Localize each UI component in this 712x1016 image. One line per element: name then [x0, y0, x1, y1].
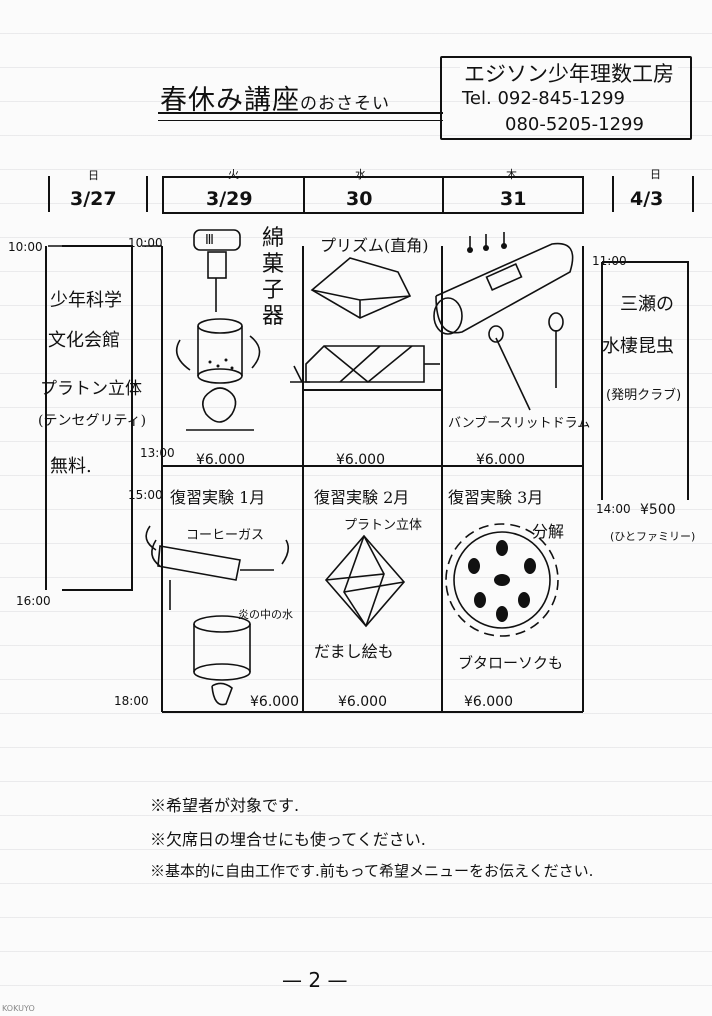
weekday-sun-43: 日	[650, 168, 661, 181]
header-divider	[442, 176, 444, 212]
thu-pm-price: ¥6.000	[464, 694, 513, 710]
title-underline	[158, 112, 443, 121]
date-bracket-43	[612, 176, 694, 212]
organizer-tel-2: 080-5205-1299	[505, 114, 644, 135]
page-number: — 2 —	[282, 968, 348, 992]
note-1: ※希望者が対象です.	[150, 796, 300, 815]
weekday-sun-327: 日	[88, 169, 99, 182]
sun43-price: ¥500	[640, 502, 676, 518]
weekday-tue: 火	[228, 168, 239, 181]
date-327: 3/27	[70, 188, 117, 210]
sun43-line2: 水棲昆虫	[602, 336, 674, 357]
wed-am-title: プリズム(直角)	[320, 236, 429, 255]
title-suffix: のおさそい	[300, 94, 390, 114]
tue-pm-sub2: 炎の中の水	[238, 608, 293, 621]
time-1500: 15:00	[128, 488, 163, 502]
sun327-line3: プラトン立体	[40, 379, 142, 399]
time-1300: 13:00	[140, 446, 175, 460]
weekday-wed: 水	[355, 168, 366, 181]
week-header-box	[162, 176, 584, 214]
thu-pm-sub: 分解	[532, 522, 565, 541]
thu-am-title: バンブースリットドラム	[448, 416, 591, 431]
coffee-gas-drawing	[145, 525, 290, 706]
date-31: 31	[500, 188, 527, 210]
note-2: ※欠席日の埋合せにも使ってください.	[150, 830, 426, 849]
weekday-thu: 木	[506, 168, 517, 181]
page-title: 春休み講座のおさそい	[160, 78, 390, 117]
watermark: KOKUYO	[2, 1004, 35, 1013]
prism-drawing	[290, 257, 440, 384]
thu-am-price: ¥6.000	[476, 452, 525, 468]
organizer-tel-1: Tel. 092-845-1299	[462, 88, 625, 109]
time-1600: 16:00	[16, 594, 51, 608]
time-1800: 18:00	[114, 694, 149, 708]
bamboo-slit-drum-drawing	[433, 232, 574, 411]
date-329: 3/29	[206, 188, 253, 210]
date-bracket-327	[48, 176, 148, 212]
wed-pm-price: ¥6.000	[338, 694, 387, 710]
wed-am-price: ¥6.000	[336, 452, 385, 468]
time-1400: 14:00	[596, 502, 631, 516]
octahedron-drawing	[324, 534, 406, 628]
thu-pm-title: 復習実験 3月	[448, 488, 544, 507]
title-main: 春休み講座	[160, 85, 300, 116]
sun43-line3: (発明クラブ)	[606, 388, 682, 403]
note-3: ※基本的に自由工作です.前もって希望メニューをお伝えください.	[150, 862, 594, 880]
organizer-box	[440, 56, 692, 140]
sun327-line4: (テンセグリティ)	[38, 413, 147, 429]
sun43-line4: (ひとファミリー)	[610, 530, 696, 543]
wed-pm-title: 復習実験 2月	[314, 488, 410, 507]
tue-am-price: ¥6.000	[196, 452, 245, 468]
wed-pm-sub2: だまし絵も	[314, 642, 394, 661]
tue-pm-price: ¥6.000	[250, 694, 299, 710]
organizer-name: エジソン少年理数工房	[460, 58, 678, 88]
header-divider	[303, 176, 305, 212]
sun327-line1: 少年科学	[50, 290, 122, 311]
gear-drawing	[445, 523, 559, 637]
thu-pm-sub2: ブタローソクも	[458, 654, 564, 672]
date-30: 30	[346, 188, 373, 210]
sun327-line2: 文化会館	[48, 330, 120, 351]
tue-pm-title: 復習実験 1月	[170, 488, 266, 507]
time-1000-left: 10:00	[8, 240, 43, 254]
sun327-line5: 無料.	[50, 456, 92, 477]
tue-am-title: 綿菓子器	[262, 226, 285, 329]
sun43-line1: 三瀬の	[620, 294, 674, 315]
date-43: 4/3	[630, 188, 664, 210]
cotton-candy-machine-drawing	[175, 229, 261, 431]
roman-numeral: Ⅲ	[205, 233, 214, 248]
wed-pm-sub: プラトン立体	[344, 518, 423, 533]
tue-pm-sub: コーヒーガス	[186, 528, 265, 543]
